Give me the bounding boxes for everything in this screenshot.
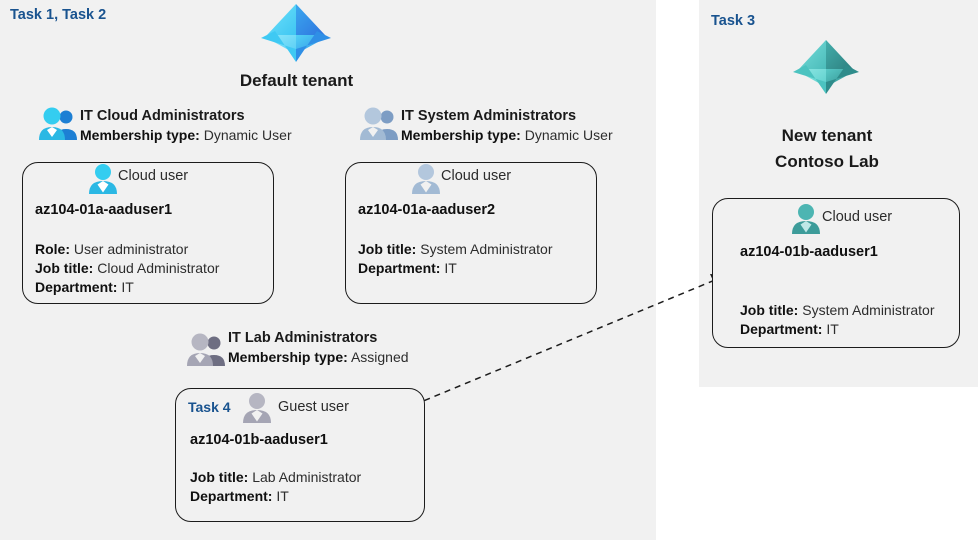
- attribute-value: IT: [276, 488, 289, 504]
- attribute-row: Role: User administrator: [35, 240, 219, 259]
- attribute-row: Job title: Cloud Administrator: [35, 259, 219, 278]
- group-header-it-lab-administrators: IT Lab Administrators Membership type: A…: [228, 329, 409, 367]
- user-attributes-guest: Job title: Lab Administrator Department:…: [190, 468, 361, 506]
- group-membership-value: Assigned: [350, 349, 409, 365]
- default-tenant-label: Default tenant: [239, 71, 354, 90]
- group-users-icon: [360, 107, 398, 140]
- guest-user-icon: [243, 393, 271, 423]
- task-tag-left: Task 1, Task 2: [10, 7, 107, 23]
- user-card-az104-01a-aaduser2[interactable]: [345, 162, 597, 304]
- attribute-label: Department:: [740, 321, 823, 337]
- task-tag-guest-user: Task 4: [188, 399, 231, 415]
- group-title: IT Cloud Administrators: [80, 108, 245, 124]
- azure-ad-tenant-icon: [793, 40, 859, 94]
- group-membership-type: Membership type: Assigned: [228, 348, 409, 367]
- attribute-value: System Administrator: [802, 302, 935, 318]
- attribute-label: Job title:: [740, 302, 799, 318]
- cloud-user-icon: [89, 164, 117, 194]
- group-header-it-cloud-administrators: IT Cloud Administrators Membership type:…: [80, 107, 292, 145]
- user-type-guest: Guest user: [278, 399, 349, 415]
- attribute-label: Department:: [358, 260, 441, 276]
- attribute-row: Department: IT: [190, 487, 361, 506]
- group-users-icon: [39, 107, 77, 140]
- task-tag-right: Task 3: [711, 13, 756, 29]
- group-membership-value: Dynamic User: [524, 127, 613, 143]
- attribute-value: IT: [444, 260, 457, 276]
- card-head-az104-01a-aaduser1: Cloud user: [118, 168, 188, 184]
- user-card-az104-01a-aaduser1[interactable]: [22, 162, 274, 304]
- card-head-guest-user: Task 4: [188, 399, 239, 415]
- attribute-value: User administrator: [73, 241, 189, 257]
- attribute-value: System Administrator: [420, 241, 553, 257]
- user-upn: az104-01b-aaduser1: [740, 244, 878, 260]
- group-membership-label: Membership type:: [228, 349, 348, 365]
- attribute-label: Department:: [35, 279, 118, 295]
- card-head-az104-01b-aaduser1-cloud: Cloud user: [822, 209, 892, 225]
- user-card-az104-01b-aaduser1-guest[interactable]: [175, 388, 425, 522]
- attribute-label: Job title:: [35, 260, 94, 276]
- attribute-value: IT: [826, 321, 839, 337]
- attribute-row: Department: IT: [740, 320, 935, 339]
- user-type-label: Cloud user: [822, 209, 893, 225]
- group-users-icon: [187, 333, 225, 366]
- attribute-row: Job title: System Administrator: [358, 240, 553, 259]
- user-upn: az104-01a-aaduser2: [358, 202, 496, 218]
- azure-ad-tenant-icon: [261, 4, 331, 62]
- attribute-label: Job title:: [358, 241, 417, 257]
- attribute-label: Department:: [190, 488, 273, 504]
- user-upn: az104-01b-aaduser1: [190, 432, 328, 448]
- user-type-label: Guest user: [278, 399, 349, 415]
- attribute-value: Lab Administrator: [252, 469, 362, 485]
- group-title: IT System Administrators: [401, 108, 577, 124]
- card-head-az104-01a-aaduser2: Cloud user: [441, 168, 511, 184]
- group-title: IT Lab Administrators: [228, 330, 378, 346]
- attribute-label: Role:: [35, 241, 70, 257]
- attribute-row: Job title: Lab Administrator: [190, 468, 361, 487]
- user-type-label: Cloud user: [441, 168, 512, 184]
- user-card-az104-01b-aaduser1-cloud[interactable]: [712, 198, 960, 348]
- attribute-row: Job title: System Administrator: [740, 301, 935, 320]
- attribute-row: Department: IT: [358, 259, 553, 278]
- user-type-label: Cloud user: [118, 168, 189, 184]
- user-attributes-az104-01a-aaduser1: Role: User administrator Job title: Clou…: [35, 240, 219, 297]
- attribute-row: Department: IT: [35, 278, 219, 297]
- cloud-user-icon: [412, 164, 440, 194]
- new-tenant-label-line1: New tenant: [781, 126, 873, 145]
- new-tenant-label-line2: Contoso Lab: [775, 152, 879, 171]
- group-membership-label: Membership type:: [80, 127, 200, 143]
- attribute-value: Cloud Administrator: [97, 260, 220, 276]
- user-upn: az104-01a-aaduser1: [35, 202, 173, 218]
- attribute-label: Job title:: [190, 469, 249, 485]
- user-attributes-az104-01b-aaduser1-cloud: Job title: System Administrator Departme…: [740, 301, 935, 339]
- group-membership-label: Membership type:: [401, 127, 521, 143]
- group-membership-type: Membership type: Dynamic User: [401, 126, 613, 145]
- user-attributes-az104-01a-aaduser2: Job title: System Administrator Departme…: [358, 240, 553, 278]
- group-membership-value: Dynamic User: [203, 127, 292, 143]
- attribute-value: IT: [121, 279, 134, 295]
- group-header-it-system-administrators: IT System Administrators Membership type…: [401, 107, 613, 145]
- group-membership-type: Membership type: Dynamic User: [80, 126, 292, 145]
- cloud-user-icon: [792, 204, 820, 234]
